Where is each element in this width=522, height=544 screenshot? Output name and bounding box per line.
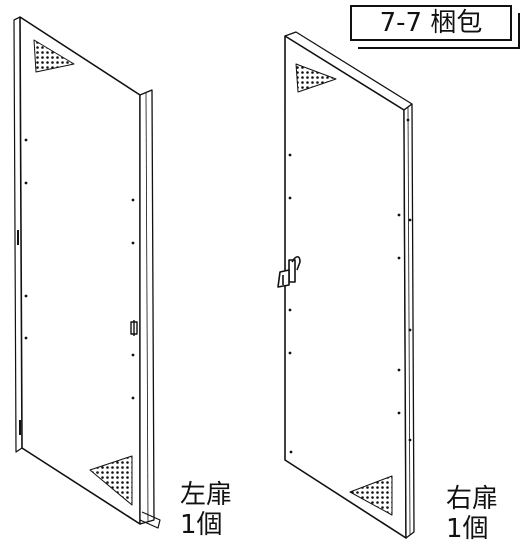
right-door-handle	[277, 255, 301, 288]
left-door	[13, 16, 161, 529]
right-door-name: 右扉	[446, 484, 499, 514]
left-door-label: 左扉 1個	[180, 480, 232, 540]
right-door	[277, 31, 415, 539]
left-door-name: 左扉	[180, 480, 233, 510]
left-door-qty: 1個	[180, 510, 223, 540]
right-door-panel	[284, 35, 407, 539]
right-door-top-vent	[295, 63, 337, 93]
right-door-holes	[288, 118, 412, 454]
left-door-bottom-rod	[139, 511, 161, 529]
section-title: 7-7 梱包	[379, 8, 483, 38]
right-door-qty: 1個	[446, 514, 489, 544]
left-door-panel	[19, 16, 141, 525]
left-door-bottom-vent	[89, 455, 133, 506]
right-door-bottom-vent	[349, 475, 393, 516]
section-title-box: 7-7 梱包	[350, 5, 520, 49]
right-door-label: 右扉 1個	[446, 484, 498, 544]
left-door-top-vent	[33, 39, 75, 73]
left-door-holes	[24, 138, 135, 400]
